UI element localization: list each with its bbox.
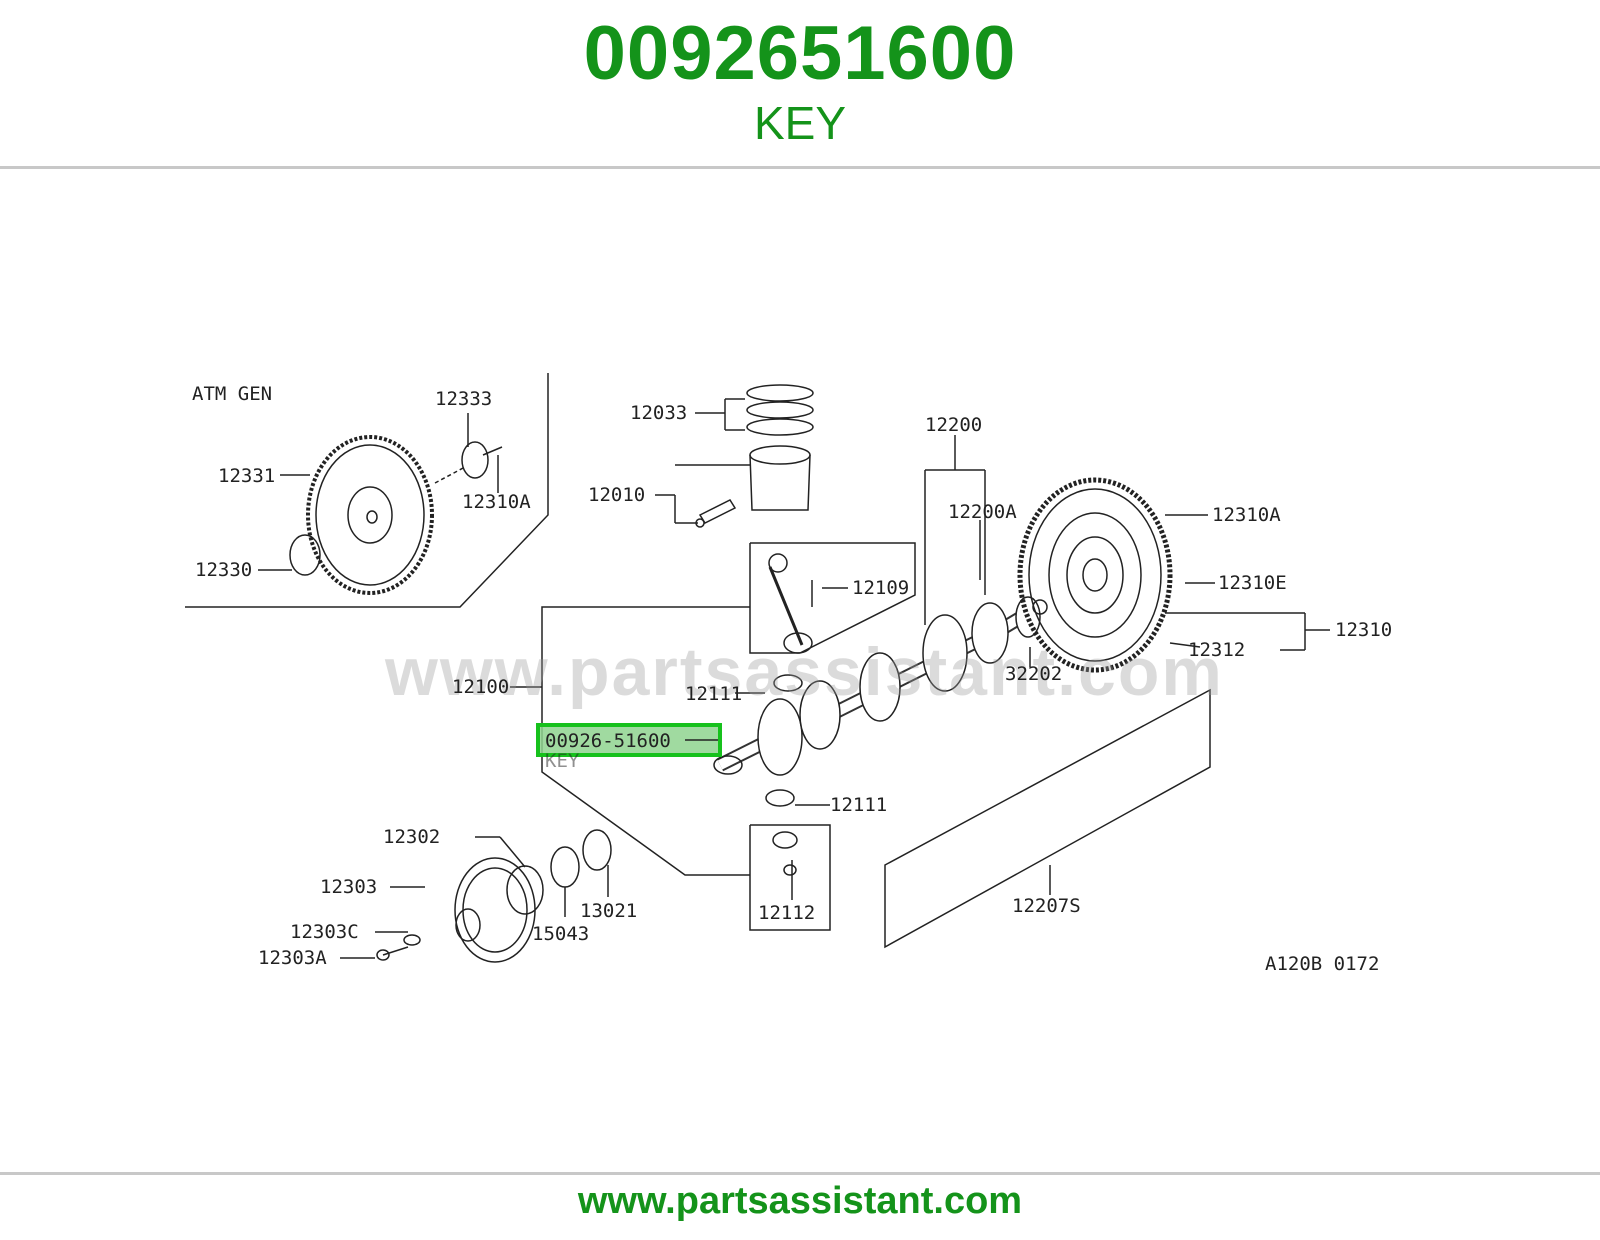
- callout-12109: 12109: [852, 577, 909, 599]
- footer-divider: [0, 1172, 1600, 1175]
- page-header: 0092651600 KEY: [0, 0, 1600, 168]
- inset-title: ATM GEN: [192, 383, 272, 405]
- part-number-title: 0092651600: [583, 11, 1017, 96]
- footer-website-link[interactable]: www.partsassistant.com: [577, 1180, 1023, 1222]
- diagram-linework: [185, 373, 1330, 963]
- callout-12303: 12303: [320, 876, 377, 898]
- figure-code: A120B 0172: [1265, 953, 1379, 975]
- callout-12310E: 12310E: [1218, 572, 1287, 594]
- parts-diagram: www.partsassistant.com ATM GEN 12333 123…: [180, 335, 1420, 1015]
- callout-12331: 12331: [218, 465, 275, 487]
- part-name-subtitle: KEY: [753, 97, 847, 149]
- callout-12310A-inset: 12310A: [462, 491, 531, 513]
- callout-12330: 12330: [195, 559, 252, 581]
- callout-12333: 12333: [435, 388, 492, 410]
- callout-12303C: 12303C: [290, 921, 359, 943]
- callout-12111-top: 12111: [685, 683, 742, 705]
- parts-diagram-svg: www.partsassistant.com ATM GEN 12333 123…: [180, 335, 1420, 1015]
- callout-12112: 12112: [758, 902, 815, 924]
- callout-12303A: 12303A: [258, 947, 327, 969]
- callout-12033: 12033: [630, 402, 687, 424]
- callout-12200: 12200: [925, 414, 982, 436]
- highlight-part-code: 00926-51600: [545, 730, 671, 752]
- callout-12310: 12310: [1335, 619, 1392, 641]
- callout-12302: 12302: [383, 826, 440, 848]
- callout-12010: 12010: [588, 484, 645, 506]
- callout-12200A: 12200A: [948, 501, 1017, 523]
- callout-13021: 13021: [580, 900, 637, 922]
- callout-15043: 15043: [532, 923, 589, 945]
- callout-12111-bottom: 12111: [830, 794, 887, 816]
- callout-32202: 32202: [1005, 663, 1062, 685]
- callout-12310A: 12310A: [1212, 504, 1281, 526]
- highlight-part-desc: KEY: [545, 750, 580, 772]
- callout-12207S: 12207S: [1012, 895, 1081, 917]
- diagram-watermark: www.partsassistant.com: [384, 634, 1224, 710]
- header-divider: [0, 166, 1600, 169]
- callout-12100: 12100: [452, 676, 509, 698]
- callout-12312: 12312: [1188, 639, 1245, 661]
- highlighted-part-callout[interactable]: 00926-51600 KEY: [536, 723, 722, 772]
